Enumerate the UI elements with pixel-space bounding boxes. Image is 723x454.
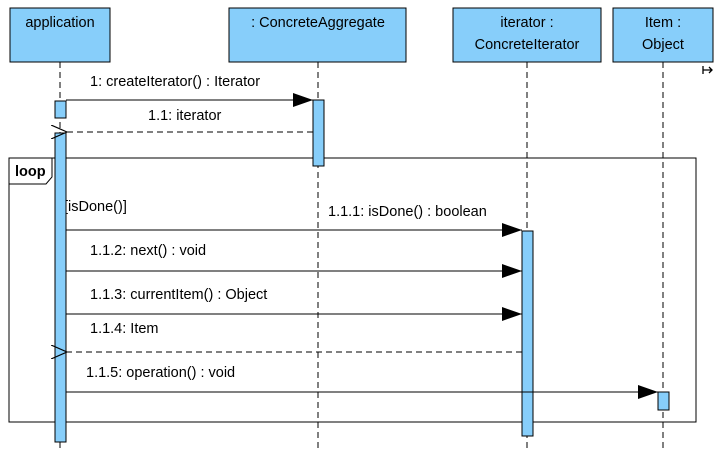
lifeline-iterator[interactable]: iterator : ConcreteIterator [452, 7, 602, 63]
message-next[interactable]: 1.1.2: next() : void [66, 243, 522, 278]
lifeline-aggregate[interactable]: : ConcreteAggregate [228, 7, 407, 63]
message-current-item[interactable]: 1.1.3: currentItem() : Object [66, 287, 522, 321]
lifeline-iterator-label-line2: ConcreteIterator [475, 37, 580, 53]
loop-guard-label: [isDone()] [64, 199, 127, 215]
lifeline-application[interactable]: application [9, 7, 111, 63]
lifeline-iterator-label-line1: iterator : [500, 15, 553, 31]
lifeline-item[interactable]: Item : Object [612, 7, 714, 63]
message-operation-label: 1.1.5: operation() : void [86, 365, 235, 381]
message-create-iterator-label: 1: createIterator() : Iterator [90, 74, 260, 90]
resize-handle-icon[interactable] [702, 66, 713, 74]
activation-application-2[interactable] [54, 132, 67, 443]
lifeline-aggregate-label: : ConcreteAggregate [251, 15, 385, 31]
lifeline-item-label-line1: Item : [645, 15, 681, 31]
message-return-iterator[interactable]: 1.1: iterator [67, 108, 313, 132]
lifeline-item-label-line2: Object [642, 37, 684, 53]
message-return-item-label: 1.1.4: Item [90, 321, 159, 337]
lifeline-application-label: application [25, 15, 94, 31]
activation-iterator[interactable] [521, 230, 534, 437]
message-return-item[interactable]: 1.1.4: Item [67, 321, 522, 352]
activation-application-1[interactable] [54, 100, 67, 119]
message-is-done[interactable]: 1.1.1: isDone() : boolean [66, 204, 522, 237]
message-next-label: 1.1.2: next() : void [90, 243, 206, 259]
message-return-iterator-label: 1.1: iterator [148, 108, 222, 124]
message-is-done-label: 1.1.1: isDone() : boolean [328, 204, 487, 220]
message-operation[interactable]: 1.1.5: operation() : void [66, 365, 658, 399]
loop-fragment[interactable]: loop [isDone()] [8, 157, 697, 423]
activation-item[interactable] [657, 391, 670, 411]
loop-operator-label: loop [15, 164, 46, 180]
activation-aggregate[interactable] [312, 99, 325, 167]
message-create-iterator[interactable]: 1: createIterator() : Iterator [66, 74, 313, 107]
message-current-item-label: 1.1.3: currentItem() : Object [90, 287, 267, 303]
